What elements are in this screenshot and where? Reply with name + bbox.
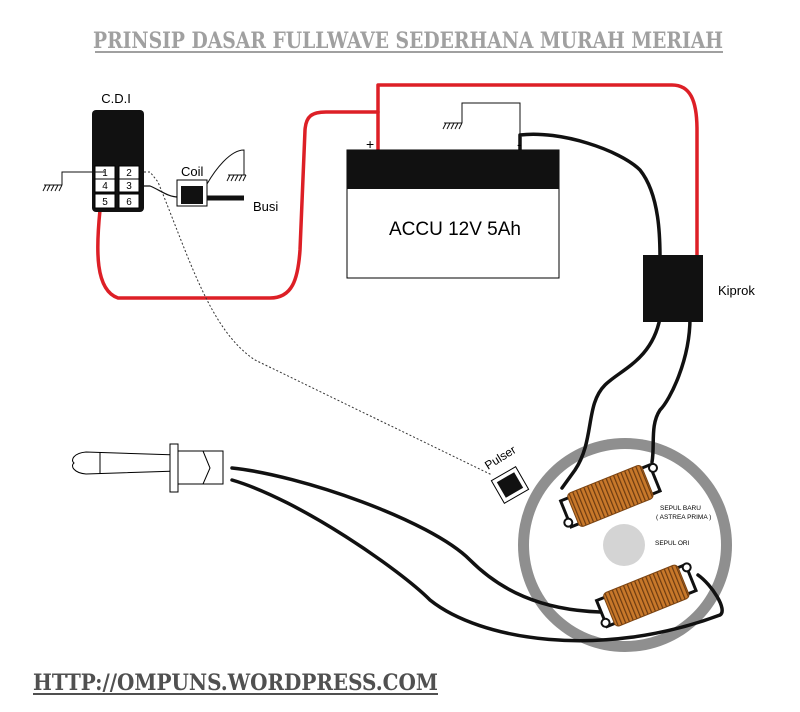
kiprok-regulator	[643, 255, 703, 322]
coil-sepul-baru	[558, 462, 663, 529]
cdi-ground-icon	[42, 171, 105, 192]
ignition-coil	[176, 179, 208, 207]
headlamp-bulb-icon	[72, 443, 224, 493]
diagram-title: PRINSIP DASAR FULLWAVE SEDERHANA MURAH M…	[93, 28, 723, 54]
battery	[346, 149, 560, 279]
cdi-coil-wire	[139, 185, 179, 198]
pulser-sensor	[490, 466, 530, 504]
cdi-label: C.D.I	[101, 91, 131, 106]
cdi-pin-2: 2	[126, 168, 132, 179]
cdi-pin-1: 1	[102, 168, 108, 179]
footer-url: HTTP://OMPUNS.WORDPRESS.COM	[33, 670, 438, 696]
orig-coil-label: SEPUL ORI	[655, 540, 690, 547]
cdi-pin-4: 4	[102, 181, 108, 192]
busi-label: Busi	[253, 199, 278, 214]
battery-plus-terminal: +	[366, 136, 374, 152]
cdi-pin-3: 3	[126, 181, 132, 192]
cdi-unit	[92, 110, 144, 212]
battery-minus-terminal: -	[517, 136, 522, 152]
pulser-signal-wire	[132, 171, 493, 476]
battery-label: ACCU 12V 5Ah	[389, 219, 521, 240]
black-wires	[230, 132, 724, 643]
new-coil-label-line2: ( ASTREA PRIMA )	[656, 514, 711, 521]
coil-sepul-ori	[594, 562, 699, 629]
positive-wires	[96, 83, 699, 300]
coil-ground-icon	[206, 149, 247, 185]
rotor-hub	[603, 524, 645, 566]
new-coil-label-line1: SEPUL BARU	[660, 505, 701, 512]
kiprok-label: Kiprok	[718, 283, 755, 298]
battery-ground-icon	[442, 102, 521, 138]
cdi-pin-5: 5	[102, 197, 108, 208]
coil-label: Coil	[181, 164, 204, 179]
cdi-pin-6: 6	[126, 197, 132, 208]
